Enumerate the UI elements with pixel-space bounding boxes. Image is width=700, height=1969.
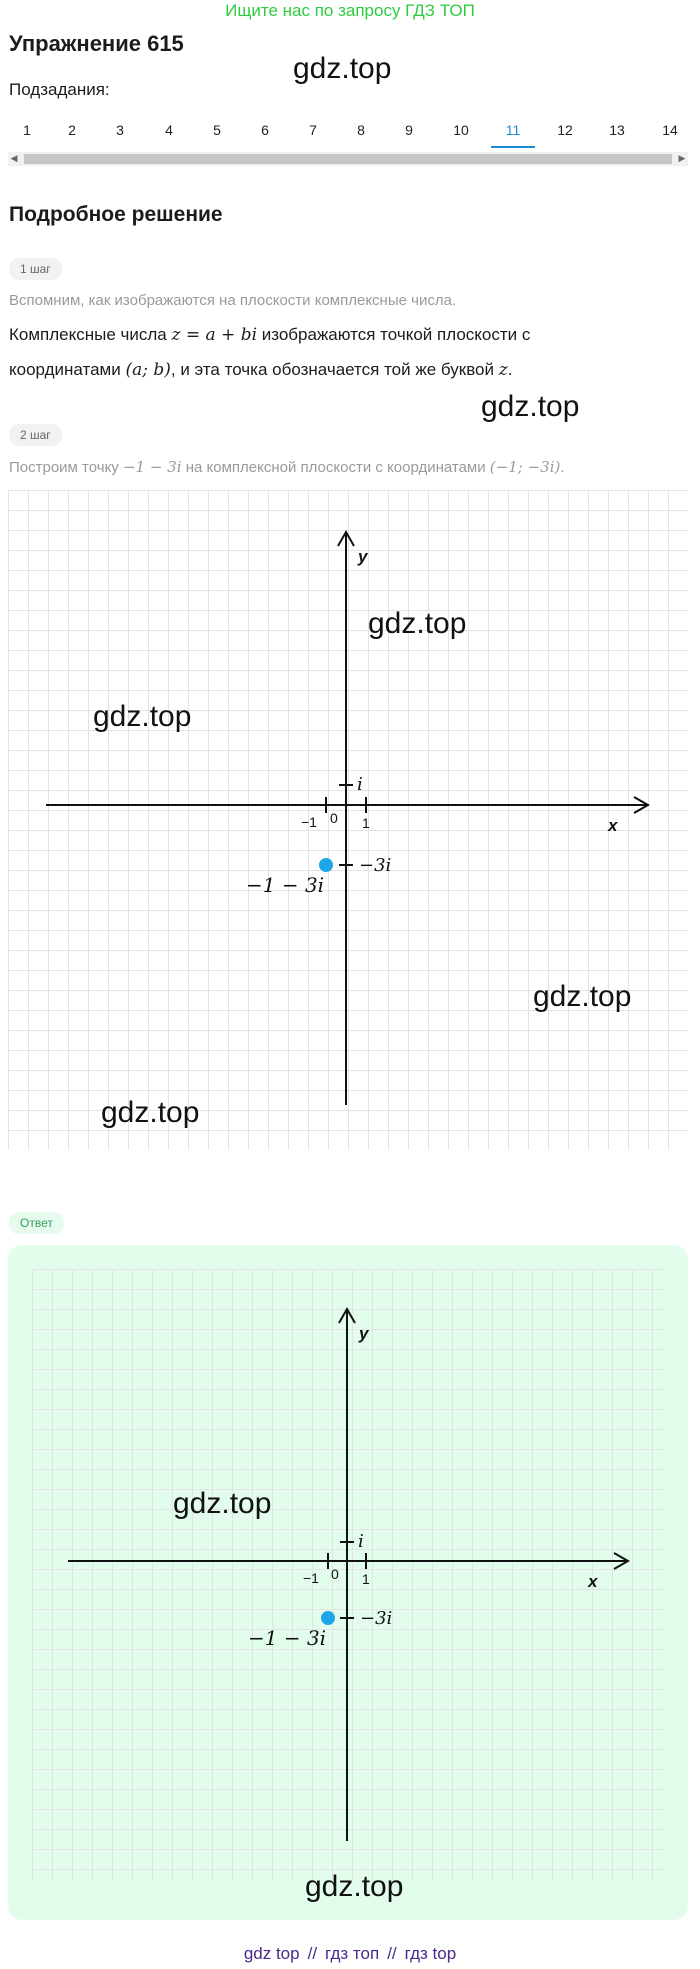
step-1-hint: Вспомним, как изображаются на плоскости … <box>9 292 457 309</box>
tab-6[interactable]: 6 <box>261 122 269 138</box>
tab-14[interactable]: 14 <box>662 122 678 138</box>
watermark: gdz.top <box>93 700 192 733</box>
tab-12[interactable]: 12 <box>557 122 573 138</box>
step-1-line-1: Комплексные числа z = a + bi изображаютс… <box>9 325 530 345</box>
tick-label-zero: 0 <box>331 1566 339 1582</box>
watermark: gdz.top <box>293 52 392 85</box>
text-segment: на комплексной плоскости с координатами <box>181 459 490 476</box>
text-segment: , и эта точка обозначается той же буквой <box>170 360 499 379</box>
tick-label-one: 1 <box>362 1571 370 1587</box>
tick-label-i: i <box>357 774 363 795</box>
tick-label-minus-3i: −3i <box>360 1608 392 1629</box>
tick-label-minus-3i: −3i <box>359 855 391 876</box>
scroll-left-icon[interactable]: ◀ <box>10 154 18 164</box>
tab-8[interactable]: 8 <box>357 122 365 138</box>
solution-heading: Подробное решение <box>9 203 223 226</box>
text-segment: . <box>560 459 565 476</box>
tick-label-minus-1: −1 <box>303 1570 319 1586</box>
step-1-line-2: координатами (a; b), и эта точка обознач… <box>9 360 512 380</box>
point-label: −1 − 3i <box>246 873 324 897</box>
promo-banner[interactable]: Ищите нас по запросу ГДЗ ТОП <box>225 1 475 20</box>
step-2-hint: Построим точку −1 − 3i на комплексной пл… <box>9 458 565 476</box>
answer-complex-plane-plot: −1 0 1 x y i −3i −1 − 3i <box>32 1269 664 1885</box>
tab-2[interactable]: 2 <box>68 122 76 138</box>
tab-13[interactable]: 13 <box>609 122 625 138</box>
footer-link-3[interactable]: гдз top <box>404 1944 457 1963</box>
text-segment: Комплексные числа <box>9 325 172 344</box>
text-segment: изображаются точкой плоскости с <box>257 325 531 344</box>
formula: (−1; −3i) <box>489 458 561 476</box>
answer-panel: −1 0 1 x y i −3i −1 − 3i <box>8 1245 688 1920</box>
page-title: Упражнение 615 <box>9 31 184 56</box>
formula: (a; b) <box>125 360 171 380</box>
tab-1[interactable]: 1 <box>23 122 31 138</box>
answer-badge: Ответ <box>9 1212 64 1234</box>
watermark: gdz.top <box>481 390 580 423</box>
text-segment: . <box>507 360 513 379</box>
data-point <box>321 1611 335 1625</box>
watermark: gdz.top <box>305 1870 404 1903</box>
y-axis-label: y <box>357 547 369 566</box>
point-label: −1 − 3i <box>248 1626 326 1650</box>
formula: z <box>498 360 508 380</box>
tab-4[interactable]: 4 <box>165 122 173 138</box>
tick-label-i: i <box>358 1531 364 1552</box>
watermark: gdz.top <box>368 607 467 640</box>
formula: z = a + bi <box>171 325 258 345</box>
step-2-badge: 2 шаг <box>9 424 62 446</box>
answer-complex-plane-svg: −1 0 1 x y i −3i −1 − 3i <box>32 1269 664 1881</box>
footer-separator: // <box>307 1944 318 1963</box>
formula: −1 − 3i <box>122 458 182 476</box>
complex-plane-plot: −1 0 1 x y i −3i −1 − 3i <box>8 490 689 1154</box>
tick-label-minus-1: −1 <box>301 814 317 830</box>
tab-3[interactable]: 3 <box>116 122 124 138</box>
text-segment: координатами <box>9 360 126 379</box>
tab-5[interactable]: 5 <box>213 122 221 138</box>
y-axis-arrow <box>337 529 355 547</box>
data-point <box>319 858 333 872</box>
y-axis-arrow <box>338 1306 356 1324</box>
footer-link-1[interactable]: gdz top <box>243 1944 300 1963</box>
step-1-badge: 1 шаг <box>9 258 62 280</box>
x-axis-arrow <box>633 796 651 814</box>
tab-10[interactable]: 10 <box>453 122 469 138</box>
tick-label-one: 1 <box>362 815 370 831</box>
subtasks-label: Подзадания: <box>9 80 110 99</box>
x-axis-arrow <box>613 1552 631 1570</box>
scroll-right-icon[interactable]: ▶ <box>678 154 686 164</box>
tab-9[interactable]: 9 <box>405 122 413 138</box>
complex-plane-svg: −1 0 1 x y i −3i −1 − 3i <box>8 490 689 1151</box>
footer-separator: // <box>387 1944 397 1963</box>
watermark: gdz.top <box>173 1487 272 1520</box>
y-axis-label: y <box>358 1324 370 1343</box>
tick-label-zero: 0 <box>330 810 338 826</box>
horizontal-scrollbar[interactable]: ◀ ▶ <box>8 152 688 166</box>
x-axis-label: x <box>587 1572 599 1591</box>
watermark: gdz.top <box>101 1096 200 1129</box>
tab-11[interactable]: 11 <box>505 122 521 138</box>
text-segment: Построим точку <box>9 459 123 476</box>
tab-7[interactable]: 7 <box>309 122 317 138</box>
footer-links: gdz top // гдз топ // гдз top <box>0 1944 700 1964</box>
scroll-thumb[interactable] <box>24 154 672 164</box>
footer-link-2[interactable]: гдз топ <box>325 1944 380 1963</box>
watermark: gdz.top <box>533 980 632 1013</box>
x-axis-label: x <box>607 816 619 835</box>
active-tab-underline <box>491 146 535 148</box>
